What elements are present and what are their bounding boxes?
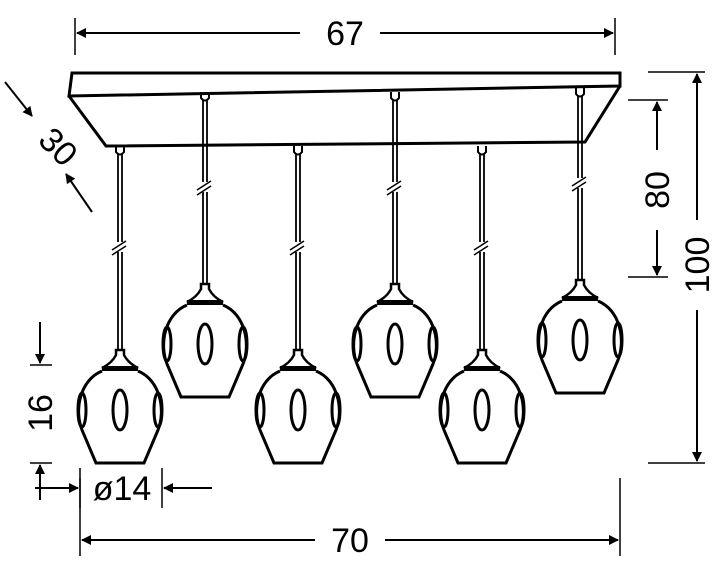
dimension-shade-height (30, 322, 52, 500)
ceiling-plate (67, 71, 622, 148)
pendant-lamp (161, 92, 249, 399)
label-width-top: 67 (326, 15, 364, 53)
pendant-lamp (254, 146, 342, 465)
dimension-depth (4, 81, 93, 213)
dimension-total-height (648, 71, 705, 464)
label-depth: 30 (31, 120, 85, 174)
label-shade-diameter: ø14 (93, 470, 152, 508)
label-total-height: 100 (679, 237, 717, 294)
pendant-lamp (351, 92, 439, 399)
pendant-lamp (536, 88, 624, 395)
pendant-lamp (438, 146, 526, 465)
pendant-lamp (76, 146, 164, 465)
label-shade-height: 16 (22, 394, 60, 432)
dimension-width-bottom (79, 478, 621, 556)
label-width-bottom: 70 (331, 522, 369, 560)
dimension-width-top (74, 18, 616, 55)
label-cable-height: 80 (639, 171, 677, 209)
dimension-cable-height (628, 99, 668, 278)
